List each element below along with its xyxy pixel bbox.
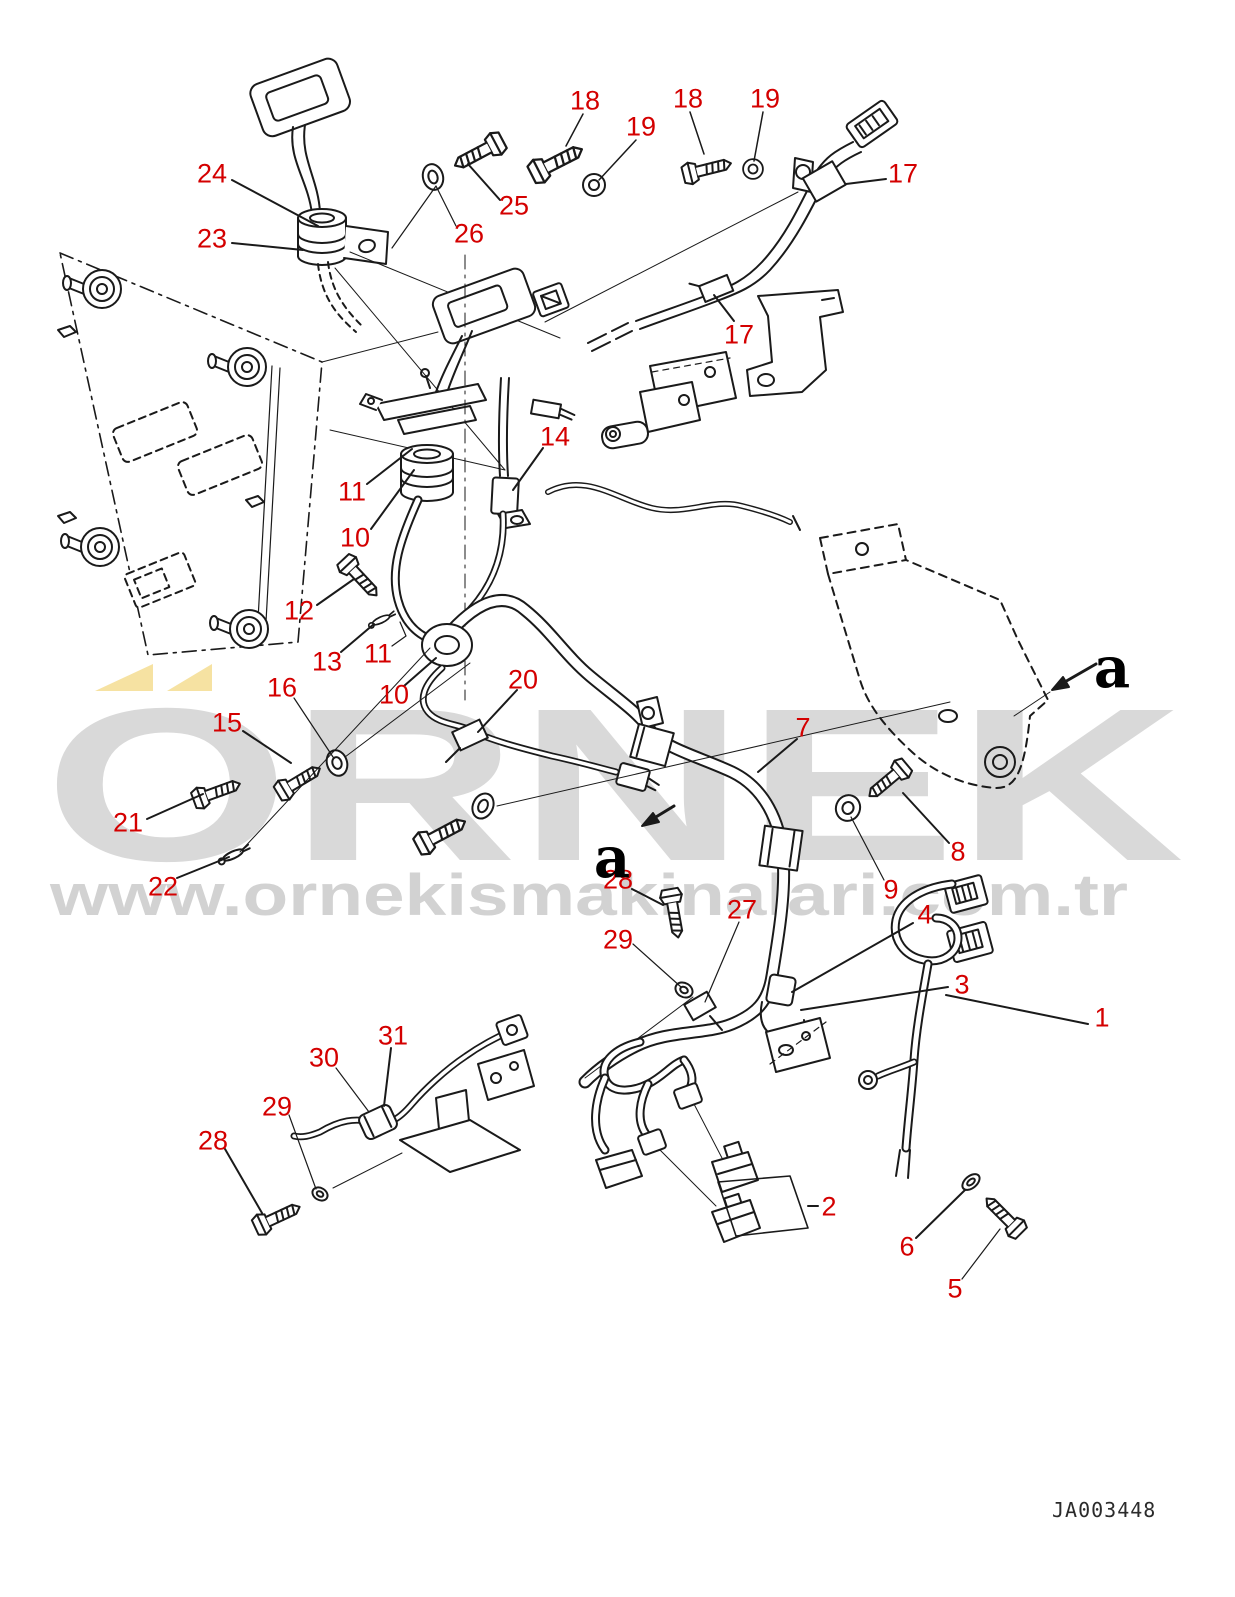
part-label-2-35: 2 [821, 1191, 837, 1222]
part-label-8-23: 8 [950, 836, 966, 867]
part-label-24-0: 24 [196, 158, 228, 189]
part-label-14-10: 14 [539, 421, 571, 452]
hinge-bracket [601, 381, 701, 450]
section-marker-a-0: a [1093, 635, 1131, 701]
drawing-code: JA003448 [1052, 1498, 1157, 1522]
part-label-20-18: 20 [507, 664, 539, 695]
part-label-19-5: 19 [625, 111, 657, 142]
watermark-umlaut-triangle-left [95, 664, 153, 691]
part-label-7-22: 7 [795, 712, 811, 743]
part-label-28-34: 28 [197, 1125, 229, 1156]
part-label-12-13: 12 [283, 595, 315, 626]
relay-box-assembly [359, 254, 576, 701]
main-harness-7 [421, 594, 813, 1089]
part-label-29-26: 29 [602, 924, 634, 955]
part-label-21-20: 21 [112, 807, 144, 838]
branch-connectors-2 [591, 1037, 809, 1243]
part-label-27-27: 27 [726, 894, 758, 925]
part-label-26-2: 26 [453, 218, 485, 249]
part-label-4-28: 4 [917, 899, 933, 930]
top-fasteners [421, 128, 764, 197]
sensor-cable-17 [544, 99, 899, 352]
part-label-17-8: 17 [887, 158, 919, 189]
part-label-17-9: 17 [723, 319, 755, 350]
part-label-10-17: 10 [378, 679, 410, 710]
harness-1 [858, 874, 1030, 1242]
part-label-15-19: 15 [211, 707, 243, 738]
part-label-23-1: 23 [196, 223, 228, 254]
part-label-18-4: 18 [569, 85, 601, 116]
part-label-16-16: 16 [266, 672, 298, 703]
part-label-9-24: 9 [883, 874, 899, 905]
loop-wire-10 [390, 495, 437, 645]
part-label-11-11: 11 [337, 476, 367, 507]
clamp-30-31-assembly [249, 1014, 535, 1239]
part-label-18-6: 18 [672, 83, 704, 114]
connector-grommet-23-24 [249, 57, 561, 471]
fasteners-8-9 [410, 701, 951, 859]
section-marker-a-1: a [593, 825, 631, 891]
part-label-31-31: 31 [377, 1020, 409, 1051]
part-label-5-37: 5 [947, 1273, 963, 1304]
mid-left-fasteners [189, 550, 471, 867]
leader-lines [146, 111, 1089, 1280]
part-label-25-3: 25 [498, 190, 530, 221]
part-label-22-21: 22 [147, 871, 179, 902]
part-label-30-32: 30 [308, 1042, 340, 1073]
thin-wire-center [545, 481, 801, 531]
watermark-umlaut-triangle-right [167, 664, 212, 691]
part-label-10-12: 10 [339, 522, 371, 553]
part-label-29-33: 29 [261, 1091, 293, 1122]
wire-20 [419, 664, 660, 792]
lower-center-bracket [765, 1017, 831, 1073]
part-label-11-15: 11 [363, 638, 393, 669]
left-mounting-panel [57, 252, 506, 656]
clip-14-wire [448, 377, 531, 632]
part-label-1-30: 1 [1094, 1002, 1110, 1033]
part-label-19-7: 19 [749, 83, 781, 114]
section-arrows [641, 662, 1098, 827]
part-label-6-36: 6 [899, 1231, 915, 1262]
right-bracket-section-a [819, 523, 1049, 789]
part-label-28-25: 28 [602, 864, 634, 895]
part-label-13-14: 13 [311, 646, 343, 677]
part-label-3-29: 3 [954, 969, 970, 1000]
